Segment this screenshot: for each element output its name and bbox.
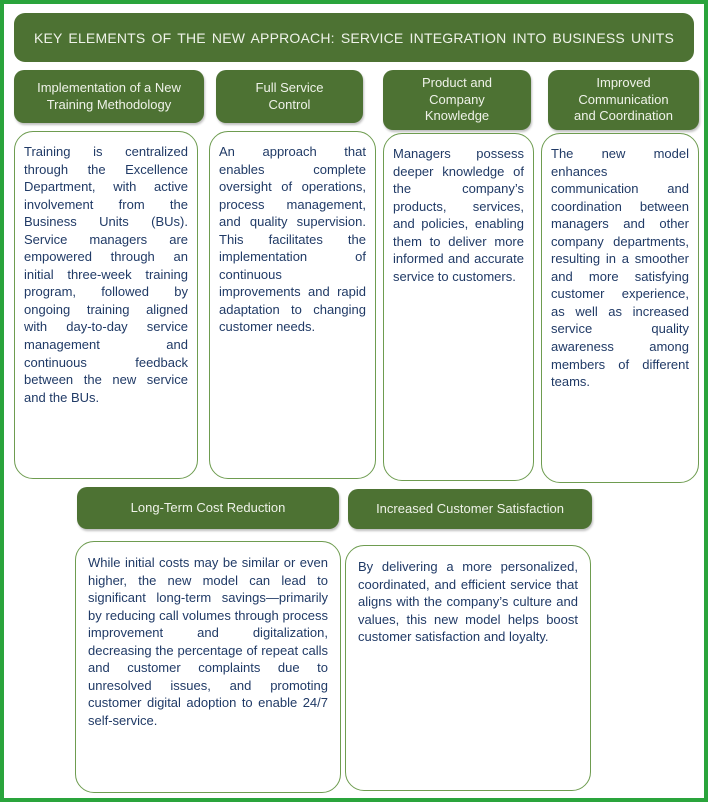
card-header-long-term-cost-reduction: Long-Term Cost Reduction xyxy=(77,487,339,529)
title-banner: KEY ELEMENTS OF THE NEW APPROACH: SERVIC… xyxy=(14,13,694,62)
card-body-product-company-knowledge: Managers possess deeper knowledge of the… xyxy=(383,133,534,481)
card-body-increased-customer-satisfaction: By delivering a more personalized, coord… xyxy=(345,545,591,791)
card-body-full-service-control: An approach that enables complete oversi… xyxy=(209,131,376,479)
card-header-product-company-knowledge: Product and Company Knowledge xyxy=(383,70,531,130)
card-header-increased-customer-satisfaction: Increased Customer Satisfaction xyxy=(348,489,592,529)
card-header-improved-communication: Improved Communication and Coordination xyxy=(548,70,699,130)
card-body-training-methodology: Training is centralized through the Exce… xyxy=(14,131,198,479)
page-title: KEY ELEMENTS OF THE NEW APPROACH: SERVIC… xyxy=(33,29,675,46)
card-header-full-service-control: Full Service Control xyxy=(216,70,363,123)
card-body-long-term-cost-reduction: While initial costs may be similar or ev… xyxy=(75,541,341,793)
card-header-training-methodology: Implementation of a New Training Methodo… xyxy=(14,70,204,123)
card-body-improved-communication: The new model enhances communication and… xyxy=(541,133,699,483)
